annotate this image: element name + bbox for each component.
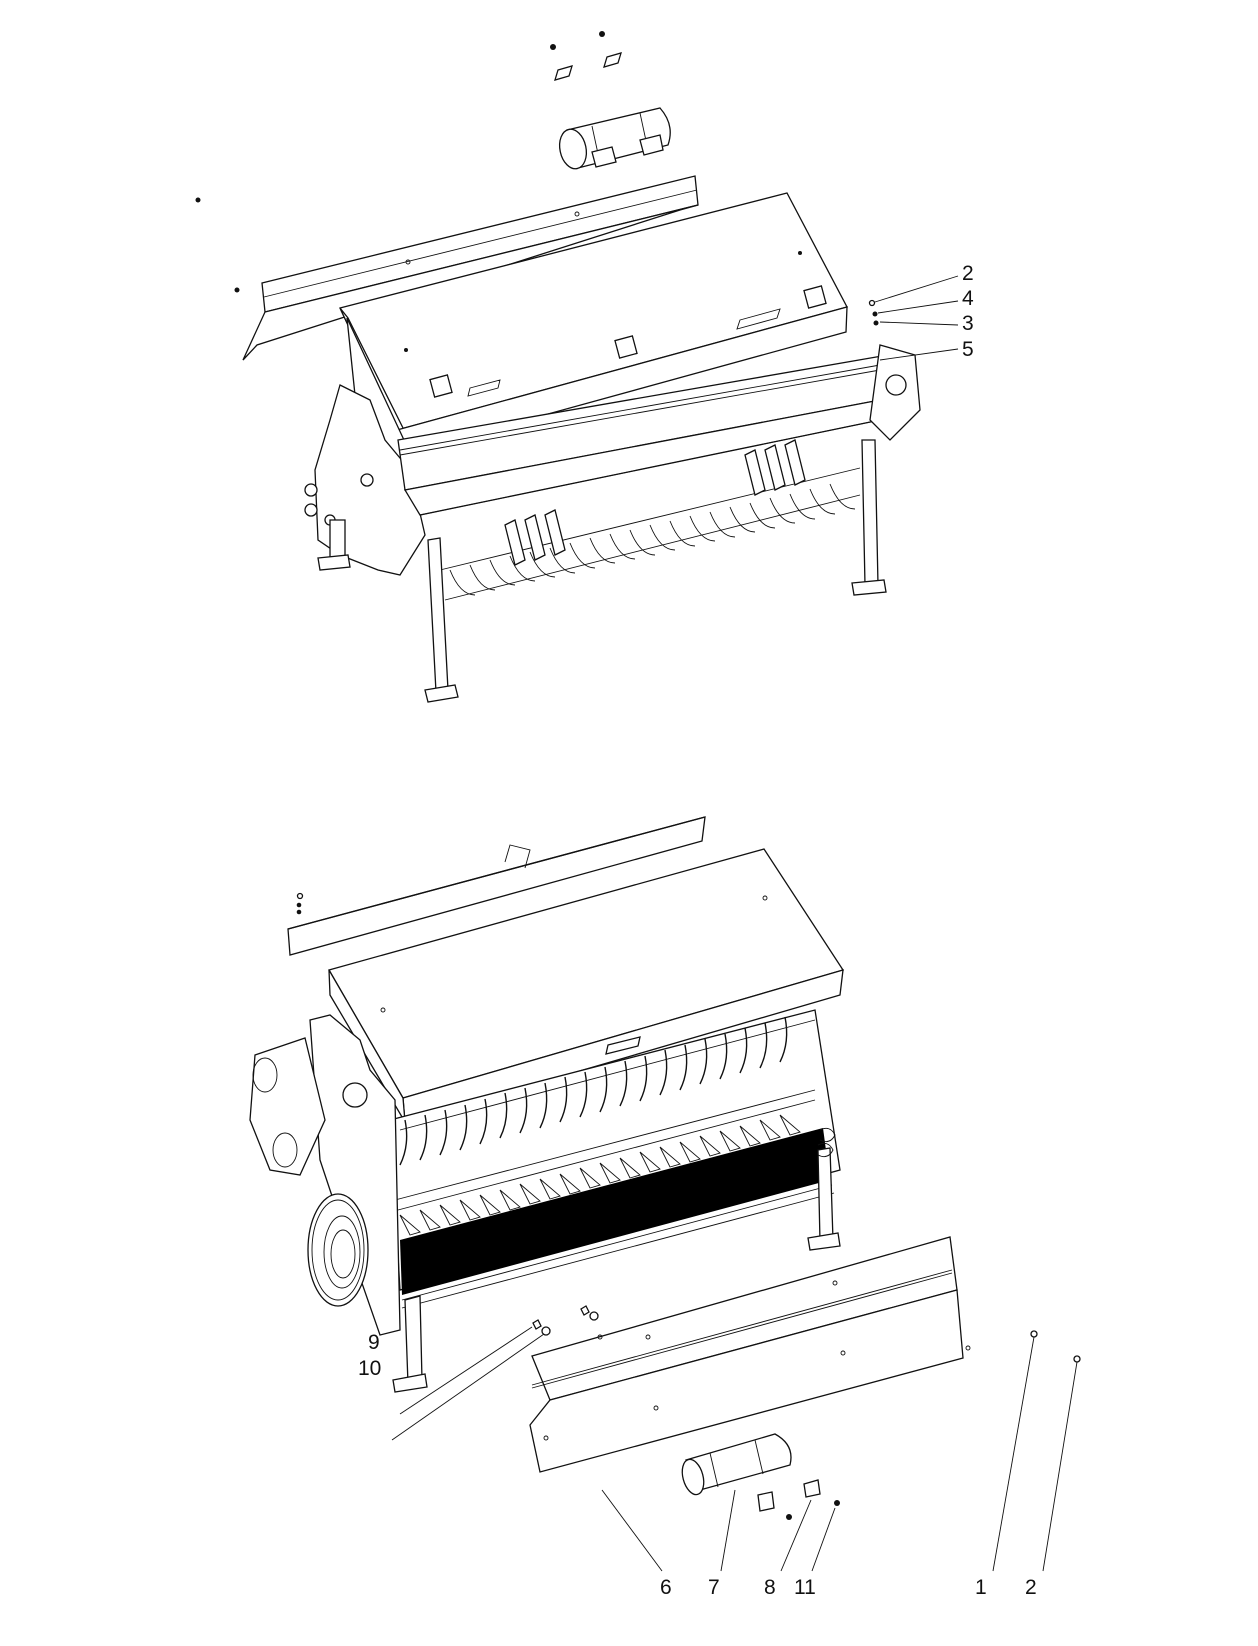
- washer-icon: [872, 311, 878, 317]
- nut-icon: [550, 44, 556, 50]
- callout-1: 1: [975, 1576, 987, 1599]
- bolt-icon: [1030, 1330, 1038, 1338]
- nut-icon: [599, 31, 605, 37]
- square-washer-icon: [803, 1479, 821, 1498]
- callout-4: 4: [962, 287, 974, 310]
- callout-6: 6: [660, 1576, 672, 1599]
- bolt-icon: [580, 1305, 590, 1316]
- callout-5: 5: [962, 338, 974, 361]
- callout-2-bottom: 2: [1025, 1576, 1037, 1599]
- chain-links: [399, 1016, 788, 1166]
- leader-lines: [391, 1326, 1078, 1572]
- support-leg: [329, 519, 346, 561]
- callout-10: 10: [358, 1357, 382, 1380]
- roller-icon: [681, 1433, 792, 1496]
- callout-9: 9: [368, 1331, 380, 1354]
- support-leg: [817, 1147, 834, 1243]
- callout-7: 7: [708, 1576, 720, 1599]
- bottom-assembly: [249, 816, 1081, 1572]
- rotor-blades: [439, 439, 861, 601]
- nut-icon: [873, 320, 879, 326]
- handle-icon: [605, 1036, 641, 1055]
- callout-2-top: 2: [962, 262, 974, 285]
- top-assembly: [195, 31, 959, 703]
- wheel-icon: [307, 1193, 369, 1307]
- bolt-icon: [868, 299, 876, 307]
- callout-11: 11: [794, 1576, 816, 1599]
- latch-icon: [429, 374, 453, 398]
- callout-3: 3: [962, 312, 974, 335]
- rear-cover-plate: [529, 1236, 971, 1473]
- square-washer-icon: [603, 52, 622, 68]
- washer-icon: [589, 1311, 599, 1321]
- latch-icon: [803, 285, 827, 309]
- sprocket-icon: [342, 1082, 368, 1108]
- washer-icon: [541, 1326, 551, 1336]
- feed-cups: [399, 1114, 801, 1236]
- nut-icon: [786, 1514, 792, 1520]
- square-washer-icon: [554, 65, 573, 81]
- seed-hopper: [328, 844, 845, 1123]
- bolt-icon: [532, 1319, 542, 1330]
- nut-icon: [834, 1500, 840, 1506]
- support-leg: [861, 439, 879, 586]
- main-frame: [249, 1009, 841, 1393]
- brush-strip: [400, 1128, 830, 1295]
- latch-icon: [614, 335, 638, 359]
- bolt-icon: [1073, 1355, 1081, 1363]
- rear-cover-plate: [234, 175, 699, 361]
- bolt-icon: [195, 197, 201, 203]
- roller-icon: [558, 107, 671, 170]
- leader-lines: [874, 275, 959, 361]
- callout-8: 8: [764, 1576, 776, 1599]
- main-frame: [304, 344, 921, 703]
- bolt-icon: [296, 892, 304, 900]
- support-leg: [404, 1295, 423, 1385]
- square-washer-icon: [757, 1491, 775, 1512]
- support-leg: [427, 537, 449, 693]
- gearbox: [249, 1037, 326, 1176]
